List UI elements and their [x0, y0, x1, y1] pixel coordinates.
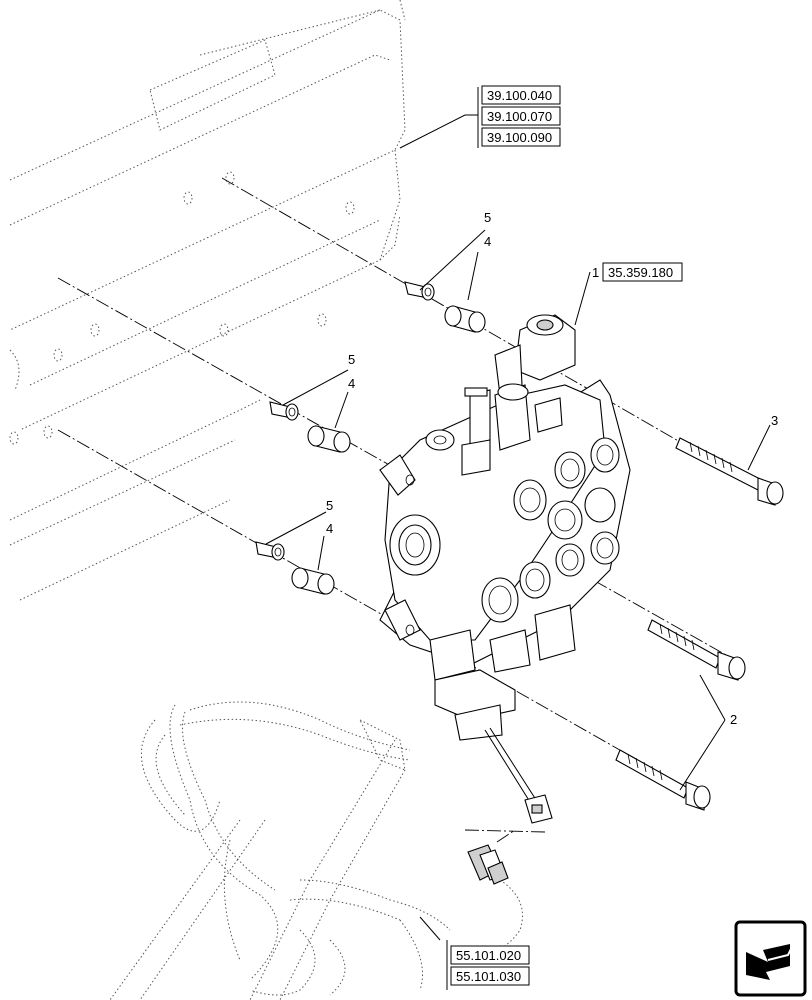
callout-numbers: 5 4 5 4 5 4 3 2 — [326, 210, 778, 727]
spacer-top — [444, 305, 486, 333]
frame-reference-2[interactable]: 39.100.070 — [487, 109, 552, 124]
harness-connector — [467, 844, 509, 885]
frame-reference-1[interactable]: 39.100.040 — [487, 88, 552, 103]
control-valve — [379, 314, 631, 824]
harness-reference-box-1[interactable] — [450, 945, 530, 965]
bolt-top — [675, 437, 784, 506]
wiring-harness-outline — [109, 701, 523, 1000]
harness-reference-box-2[interactable] — [450, 966, 530, 986]
valve-reference-box[interactable] — [602, 262, 683, 282]
callout-bolt-long: 2 — [730, 712, 737, 727]
frame-reference-box-3[interactable] — [481, 127, 561, 147]
spacer-bottom — [291, 567, 335, 595]
bolt-middle — [647, 619, 746, 681]
spacer-middle — [307, 425, 351, 453]
callout-bushing-bottom: 5 — [326, 498, 333, 513]
bushing-bottom — [255, 541, 285, 561]
bushing-top — [404, 281, 435, 301]
callout-spacer-top: 4 — [484, 234, 491, 249]
valve-reference[interactable]: 35.359.180 — [608, 265, 673, 280]
harness-reference-group: 55.101.020 55.101.030 — [450, 945, 530, 986]
assembly-centre-lines — [57, 177, 761, 843]
callout-bushing-top: 5 — [484, 210, 491, 225]
bolt-bottom — [615, 749, 711, 811]
callout-bolt-top: 3 — [771, 413, 778, 428]
harness-reference-2[interactable]: 55.101.030 — [456, 969, 521, 984]
frame-outline — [9, 0, 406, 601]
callout-spacer-bottom: 4 — [326, 521, 333, 536]
callout-bushing-middle: 5 — [348, 352, 355, 367]
callout-spacer-middle: 4 — [348, 376, 355, 391]
harness-reference-1[interactable]: 55.101.020 — [456, 948, 521, 963]
frame-reference-box-2[interactable] — [481, 106, 561, 126]
leader-lines — [265, 87, 771, 990]
previous-page-arrow-icon[interactable] — [734, 920, 807, 997]
valve-reference-group: 1 35.359.180 — [592, 262, 683, 282]
frame-reference-3[interactable]: 39.100.090 — [487, 130, 552, 145]
frame-reference-group: 39.100.040 39.100.070 39.100.090 — [481, 85, 561, 147]
frame-reference-box-1[interactable] — [481, 85, 561, 105]
callout-valve: 1 — [592, 265, 599, 280]
